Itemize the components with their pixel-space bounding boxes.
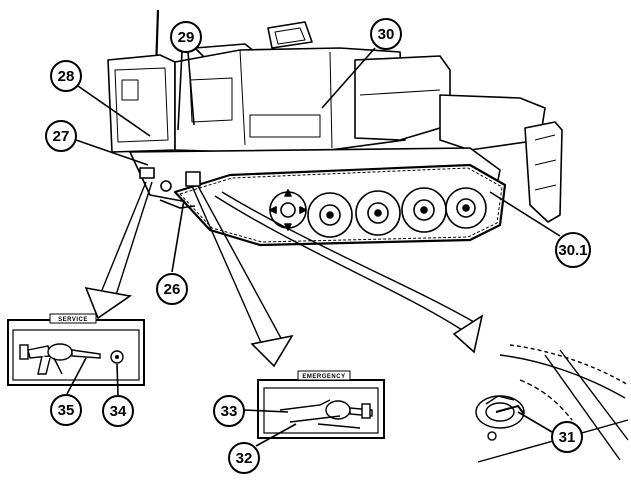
callout-28: 28 [50, 60, 151, 137]
callout-26-label: 26 [164, 281, 181, 298]
service-panel: SERVICE [7, 313, 145, 386]
dozer-blade [524, 121, 563, 223]
callout-28-label: 28 [58, 68, 75, 85]
emergency-panel: EMERGENCY [257, 370, 385, 439]
callout-30-1: 30.1 [489, 191, 591, 268]
service-nozzle [19, 343, 101, 375]
underside-detail [475, 344, 629, 463]
leader-arrows [84, 181, 484, 368]
emergency-fitting [185, 171, 201, 187]
callout-31-label: 31 [559, 429, 576, 446]
drain-valve [475, 395, 525, 429]
service-cap [110, 350, 124, 364]
callout-29-label: 29 [178, 29, 195, 46]
callout-33: 33 [213, 395, 289, 427]
callout-30-label: 30 [378, 26, 395, 43]
callout-35-label: 35 [58, 402, 75, 419]
callout-30: 30 [321, 18, 402, 109]
callout-34: 34 [102, 363, 134, 427]
service-panel-title: SERVICE [58, 317, 88, 323]
callout-33-label: 33 [221, 403, 238, 420]
callout-27: 27 [45, 120, 149, 166]
callout-32: 32 [228, 423, 297, 474]
callout-29: 29 [170, 21, 202, 131]
emergency-nozzle [279, 399, 373, 429]
cupola [267, 21, 313, 49]
engine-compartment [354, 55, 451, 141]
callout-32-label: 32 [236, 450, 253, 467]
callout-26: 26 [156, 199, 188, 305]
callout-34-label: 34 [110, 403, 127, 420]
callout-30-1-label: 30.1 [558, 242, 587, 259]
drive-sprocket [269, 189, 307, 231]
road-wheels [307, 187, 487, 238]
callout-27-label: 27 [53, 128, 70, 145]
emergency-panel-title: EMERGENCY [302, 374, 345, 380]
callout-31: 31 [517, 411, 583, 453]
service-fitting [139, 167, 155, 179]
vehicle-illustration [107, 9, 563, 247]
callout-35: 35 [50, 357, 87, 426]
